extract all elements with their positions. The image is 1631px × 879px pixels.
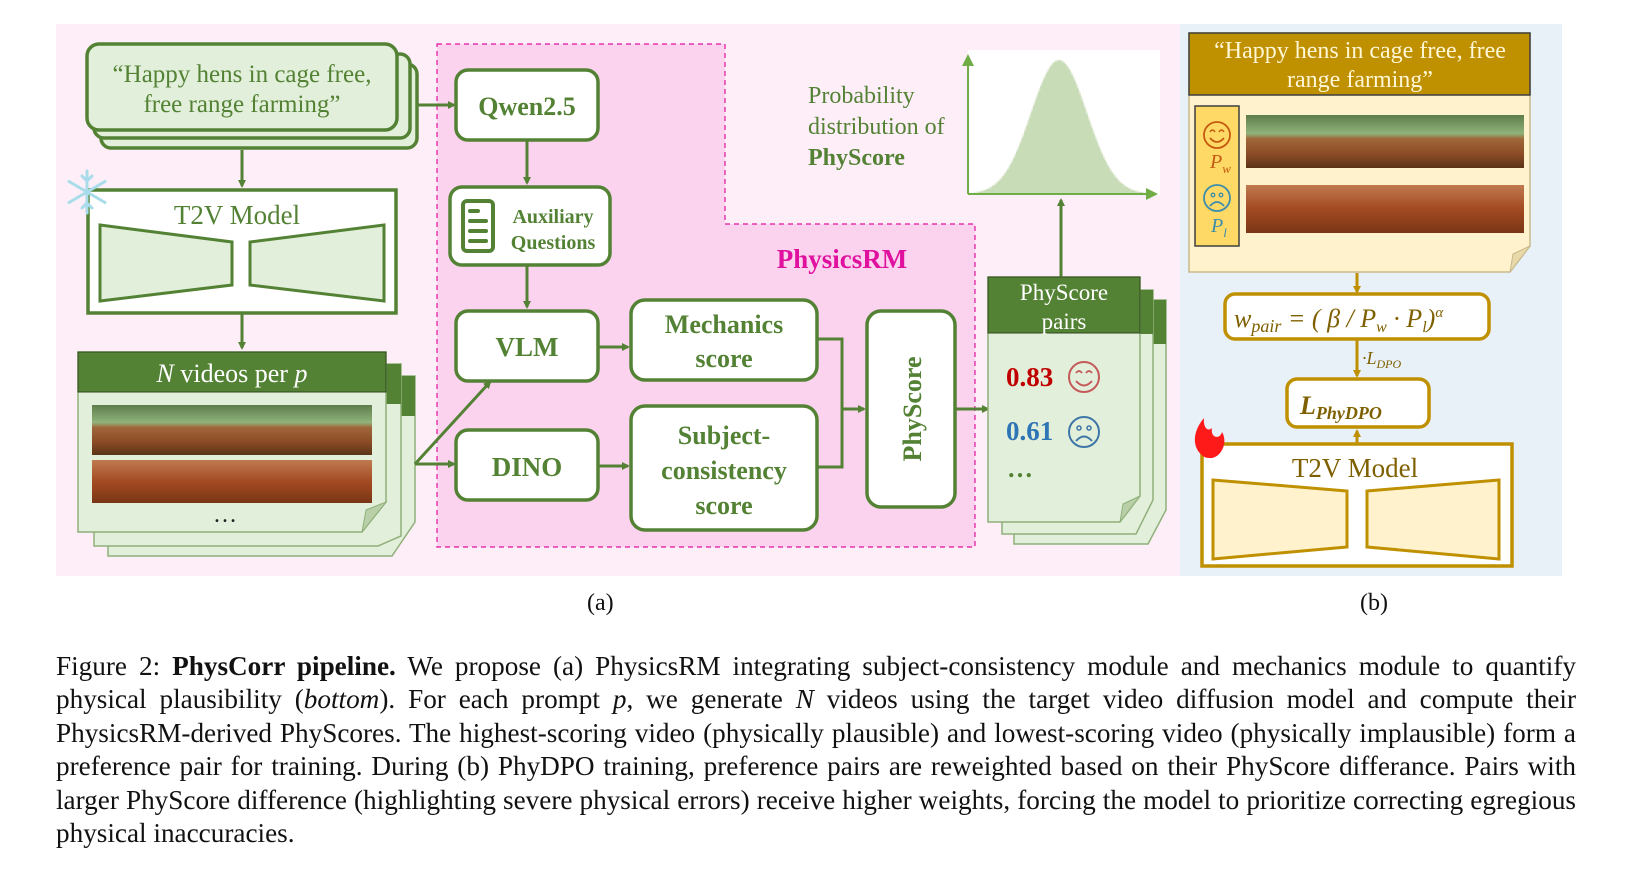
video-thumbnail-implausible	[92, 460, 372, 503]
caption-italic: N	[795, 684, 814, 715]
prompt-card-stack: “Happy hens in cage free, free range far…	[85, 42, 419, 150]
merge-connector	[818, 337, 844, 469]
ldpo-label: ·LDPO	[1362, 348, 1402, 371]
vlm-box: VLM	[454, 309, 600, 383]
loser-label: Pl	[1210, 215, 1227, 240]
video-thumbnail-plausible	[92, 405, 372, 455]
trainable-t2v-model: T2V Model	[1200, 442, 1514, 568]
caption-text: , we generate	[626, 684, 796, 715]
physcore-box: PhyScore	[865, 309, 957, 509]
panel-b-prompt-line2: range farming”	[1287, 67, 1433, 93]
caption-title: PhysCorr pipeline.	[172, 651, 396, 681]
physicsrm-label: PhysicsRM	[777, 244, 908, 274]
pairs-ellipsis: …	[1007, 454, 1033, 483]
caption-text: videos using the target video diffusion …	[56, 684, 1577, 849]
qwen-box: Qwen2.5	[454, 68, 600, 142]
subfigure-label-b: (b)	[1360, 590, 1388, 616]
dist-label-line2: distribution of	[808, 114, 945, 140]
weight-formula: wpair = ( β / Pw · Pl)α	[1234, 304, 1444, 336]
pairs-header-line1: PhyScore	[1020, 280, 1108, 305]
mechanics-line2: score	[695, 344, 752, 373]
pair-high-value: 0.83	[1006, 362, 1053, 392]
frozen-model-label: T2V Model	[174, 200, 300, 230]
mechanics-line1: Mechanics	[665, 310, 783, 339]
videos-ellipsis: …	[213, 502, 237, 528]
winner-video-thumbnail	[1246, 115, 1524, 168]
physcore-box-label: PhyScore	[898, 357, 927, 462]
pipeline-figure: PhysicsRM “Happy hens in cage free, free…	[56, 24, 1562, 576]
loser-video-thumbnail	[1246, 185, 1524, 233]
aux-label-line2: Questions	[511, 232, 596, 254]
aux-label-line1: Auxiliary	[512, 206, 593, 228]
snowflake-icon	[67, 169, 107, 215]
dist-label-line1: Probability	[808, 83, 915, 109]
subject-line3: score	[695, 491, 752, 520]
frozen-t2v-model: T2V Model	[86, 188, 398, 315]
caption-text: ). For each prompt	[379, 684, 613, 715]
lphydpo-label: LPhyDPO	[1299, 391, 1382, 423]
distribution-curve	[967, 59, 1151, 195]
smile-icon	[1068, 361, 1100, 393]
preference-pair-card: “Happy hens in cage free, free range far…	[1188, 32, 1531, 273]
subfigure-label-a: (a)	[587, 590, 614, 616]
video-card-stack: N videos per p …	[77, 351, 416, 557]
qwen-label: Qwen2.5	[478, 92, 576, 121]
mechanics-score-box: Mechanics score	[629, 298, 819, 382]
subject-line2: consistency	[661, 456, 787, 485]
panel-b-prompt-line1: “Happy hens in cage free, free	[1214, 38, 1506, 64]
prompt-text-line1: “Happy hens in cage free,	[113, 61, 372, 88]
dist-label-line3: PhyScore	[808, 145, 905, 171]
auxiliary-questions-box: Auxiliary Questions	[448, 185, 612, 267]
subject-line1: Subject-	[678, 421, 770, 450]
subject-consistency-box: Subject- consistency score	[629, 404, 819, 532]
arrow-videos-to-vlm	[413, 380, 492, 466]
physcore-distribution-plot	[962, 50, 1160, 200]
caption-italic: p	[612, 684, 627, 715]
pairs-header-line2: pairs	[1042, 309, 1087, 334]
physcore-pairs-stack: PhyScore pairs 0.83 0.61 …	[987, 276, 1167, 545]
document-icon	[461, 199, 495, 253]
caption-prefix: Figure 2:	[56, 651, 173, 681]
figure-caption: Figure 2: PhysCorr pipeline. We propose …	[56, 650, 1576, 850]
videos-header: N videos per p	[156, 359, 308, 388]
winner-label: Pw	[1209, 151, 1231, 176]
frown-icon	[1068, 416, 1100, 448]
lphydpo-box: LPhyDPO	[1285, 377, 1431, 429]
pair-low-value: 0.61	[1006, 416, 1053, 446]
flame-icon	[1194, 418, 1225, 458]
pair-legend	[1194, 105, 1240, 247]
winner-smile-icon	[1203, 121, 1231, 149]
vlm-label: VLM	[496, 332, 559, 362]
caption-italic: bottom	[303, 684, 380, 715]
dino-box: DINO	[454, 428, 600, 502]
dino-label: DINO	[492, 452, 563, 482]
weight-formula-box: wpair = ( β / Pw · Pl)α	[1223, 292, 1491, 341]
trainable-model-label: T2V Model	[1292, 453, 1418, 483]
prompt-text-line2: free range farming”	[143, 91, 340, 118]
loser-frown-icon	[1203, 184, 1231, 212]
caption-text: We propose (a) PhysicsRM integrating sub…	[56, 651, 1576, 715]
